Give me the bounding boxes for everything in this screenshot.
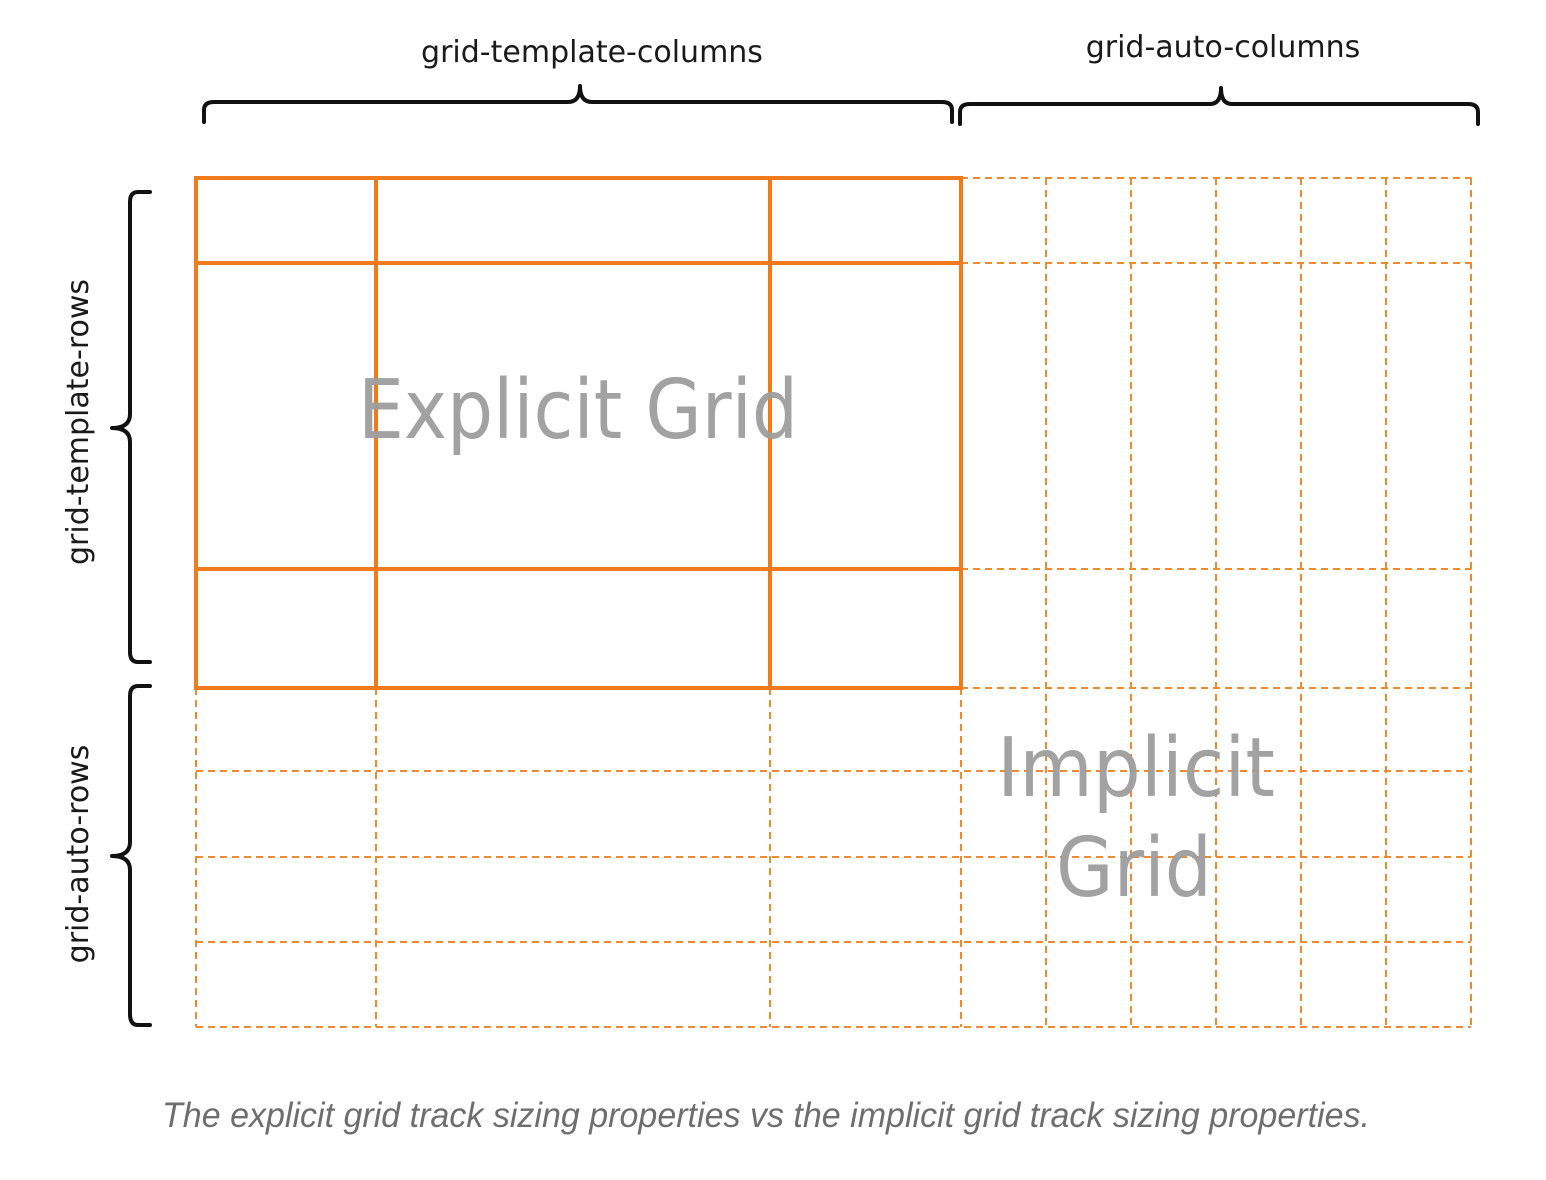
explicit-grid-label: Explicit Grid <box>358 363 798 458</box>
figure-caption: The explicit grid track sizing propertie… <box>162 1096 1370 1135</box>
template-columns-label: grid-template-columns <box>421 35 763 70</box>
auto-rows-brace <box>110 684 152 1027</box>
template-rows-label: grid-template-rows <box>61 279 96 565</box>
template-rows-brace <box>110 190 152 664</box>
auto-columns-brace <box>958 86 1480 126</box>
template-columns-brace <box>202 84 954 124</box>
implicit-grid-label-line2: Grid <box>1056 821 1212 916</box>
auto-rows-label: grid-auto-rows <box>61 745 96 964</box>
auto-columns-label: grid-auto-columns <box>1086 30 1361 65</box>
implicit-grid-label-line1: Implicit <box>997 721 1275 816</box>
explicit-grid-lines <box>194 176 963 690</box>
implicit-grid-lines <box>195 177 1472 1028</box>
